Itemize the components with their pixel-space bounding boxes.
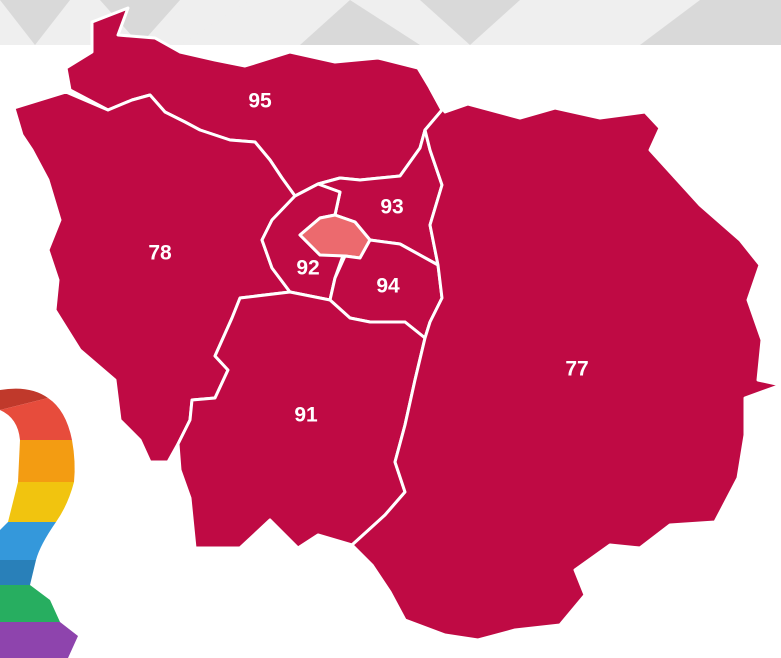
banner-triangle xyxy=(640,0,781,45)
department-91[interactable] xyxy=(176,290,427,550)
banner-triangle xyxy=(520,0,640,45)
banner-triangle xyxy=(0,0,70,45)
ribbon-band xyxy=(0,388,48,410)
rainbow-ribbon-logo xyxy=(0,388,78,658)
banner-triangle xyxy=(300,0,420,45)
ribbon-band xyxy=(18,440,75,482)
ribbon-band xyxy=(0,622,78,658)
banner-triangle xyxy=(420,0,520,45)
ribbon-band xyxy=(0,398,72,440)
banner-triangle xyxy=(180,0,300,45)
ribbon-band xyxy=(0,585,60,622)
departments xyxy=(12,6,781,642)
department-77[interactable] xyxy=(350,86,781,642)
ribbon-band xyxy=(0,522,56,560)
ribbon-band xyxy=(0,560,36,585)
ribbon-band xyxy=(8,482,74,522)
